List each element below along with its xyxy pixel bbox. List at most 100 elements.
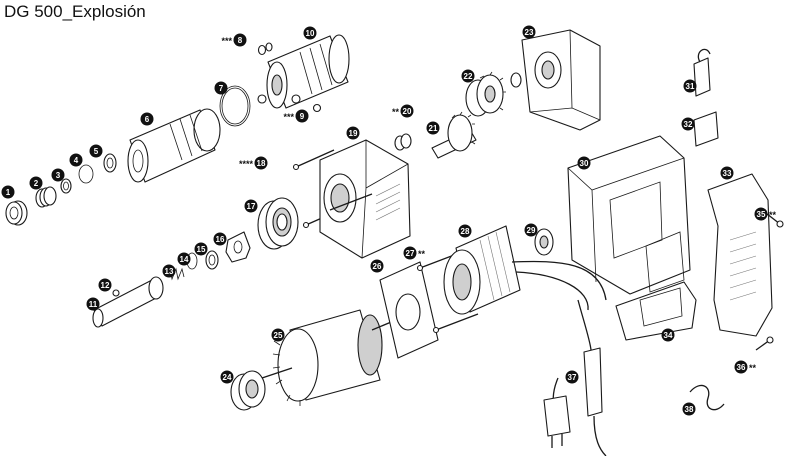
callout-number: 27 bbox=[406, 249, 415, 258]
callout-11: 11 bbox=[86, 297, 100, 311]
callout-24: 24 bbox=[220, 370, 234, 384]
callout-number: 34 bbox=[664, 331, 673, 340]
part-16-cam bbox=[225, 231, 251, 263]
callout-30: 30 bbox=[577, 156, 591, 170]
part-32-brush-holder bbox=[693, 111, 719, 147]
callout-badge bbox=[400, 104, 414, 118]
callout-number: 21 bbox=[429, 124, 438, 133]
part-2-spring bbox=[35, 186, 57, 208]
callout-number: 13 bbox=[165, 267, 174, 276]
callout-badge bbox=[522, 25, 536, 39]
callout-badge bbox=[140, 112, 154, 126]
callout-badge bbox=[213, 232, 227, 246]
part-38-spring-clip bbox=[689, 384, 725, 411]
callout-1: 1 bbox=[1, 185, 15, 199]
callout-badge bbox=[681, 117, 695, 131]
callout-33: 33 bbox=[720, 166, 734, 180]
callout-asterisks: ** bbox=[392, 107, 400, 117]
part-15-washer bbox=[205, 250, 219, 270]
callout-number: 38 bbox=[685, 405, 694, 414]
callout-13: 13 bbox=[162, 264, 176, 278]
part-7-o-ring bbox=[219, 85, 251, 127]
part-19-gear-housing bbox=[319, 139, 411, 259]
part-5-ring bbox=[103, 153, 117, 173]
callout-17: 17 bbox=[244, 199, 258, 213]
callout-number: 29 bbox=[527, 226, 536, 235]
part-36-screw bbox=[755, 336, 774, 351]
callout-2: 2 bbox=[29, 176, 43, 190]
part-29-bearing bbox=[534, 228, 554, 256]
part-3-washer bbox=[60, 178, 72, 194]
part-9-clip bbox=[257, 94, 322, 113]
callout-20: 20** bbox=[392, 104, 414, 118]
callout-number: 12 bbox=[101, 281, 110, 290]
callout-number: 25 bbox=[274, 331, 283, 340]
part-8-pin bbox=[257, 42, 273, 56]
callout-10: 10 bbox=[303, 26, 317, 40]
callout-number: 24 bbox=[223, 373, 232, 382]
callout-37: 37 bbox=[565, 370, 579, 384]
callout-badge bbox=[233, 33, 247, 47]
callout-number: 11 bbox=[89, 300, 98, 309]
part-30-motor-housing bbox=[567, 135, 691, 295]
callout-number: 4 bbox=[74, 156, 79, 165]
callout-number: 20 bbox=[403, 107, 412, 116]
callout-38: 38 bbox=[682, 402, 696, 416]
callout-badge bbox=[86, 297, 100, 311]
callout-9: 9 *** bbox=[283, 109, 309, 123]
callout-badge bbox=[244, 199, 258, 213]
callout-number: 22 bbox=[464, 72, 473, 81]
callout-badge bbox=[683, 79, 697, 93]
part-33-handle-shell bbox=[707, 173, 773, 337]
callout-22: 22 bbox=[461, 69, 475, 83]
callout-number: 17 bbox=[247, 202, 256, 211]
callout-14: 14 bbox=[177, 252, 191, 266]
callout-asterisks: *** bbox=[283, 112, 294, 122]
callout-badge bbox=[254, 156, 268, 170]
callout-badge bbox=[734, 360, 748, 374]
callout-number: 5 bbox=[94, 147, 99, 156]
part-26-brush-plate bbox=[379, 261, 439, 359]
callout-number: 1 bbox=[6, 188, 11, 197]
callout-badge bbox=[346, 126, 360, 140]
callout-number: 23 bbox=[525, 28, 534, 37]
part-11-spindle bbox=[92, 276, 164, 328]
diagram-title: DG 500_Explosión bbox=[4, 2, 146, 21]
callout-badge bbox=[271, 328, 285, 342]
callout-number: 15 bbox=[197, 245, 206, 254]
callout-badge bbox=[461, 69, 475, 83]
callout-8: 8*** bbox=[221, 33, 247, 47]
callout-badge bbox=[194, 242, 208, 256]
callout-16: 16 bbox=[213, 232, 227, 246]
callout-number: 16 bbox=[216, 235, 225, 244]
part-21-gear-shaft bbox=[431, 111, 477, 159]
callout-number: 9 bbox=[300, 112, 305, 121]
part-6-sleeve bbox=[127, 108, 221, 183]
callout-badge bbox=[426, 121, 440, 135]
callout-number: 28 bbox=[461, 227, 470, 236]
callout-29: 29 bbox=[524, 223, 538, 237]
callout-asterisks: ** bbox=[769, 210, 777, 220]
part-10-chuck-body bbox=[266, 34, 350, 109]
callout-badge bbox=[577, 156, 591, 170]
callout-number: 18 bbox=[257, 159, 266, 168]
callout-badge bbox=[458, 224, 472, 238]
part-35-screw bbox=[761, 209, 784, 228]
callout-badge bbox=[69, 153, 83, 167]
callout-badge bbox=[51, 168, 65, 182]
callout-badge bbox=[214, 81, 228, 95]
callout-badge bbox=[754, 207, 768, 221]
part-20-bushing bbox=[394, 133, 412, 151]
callout-badge bbox=[565, 370, 579, 384]
callout-number: 35 bbox=[757, 210, 766, 219]
callout-number: 30 bbox=[580, 159, 589, 168]
callout-15: 15 bbox=[194, 242, 208, 256]
part-25-armature bbox=[261, 309, 397, 406]
callout-badge bbox=[661, 328, 675, 342]
callout-badge bbox=[403, 246, 417, 260]
callout-number: 19 bbox=[349, 129, 358, 138]
callout-badge bbox=[177, 252, 191, 266]
callout-badge bbox=[303, 26, 317, 40]
